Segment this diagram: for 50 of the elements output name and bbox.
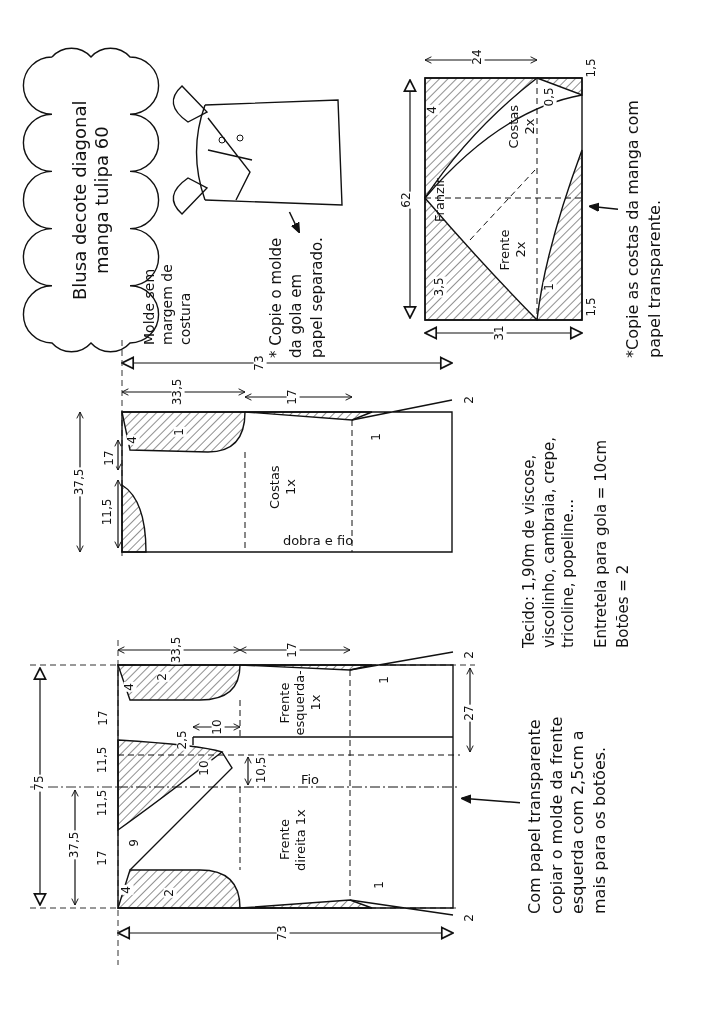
fabric-note: Botões = 2 (614, 563, 633, 648)
note-text: Com papel transparente copiar o molde da frente esquerda com 2,5cm a mais para os botões. (520, 700, 685, 918)
fabric-note: Tecido: 1,90m de viscose, viscolinho, cambraia, crepe, tricoline, popeline... (520, 436, 578, 648)
dimension-label: 10 (211, 718, 225, 736)
dimension-label: 2 (163, 888, 177, 898)
dimension-label: 11,5 (96, 788, 110, 818)
grain-note: dobra e fio (282, 533, 354, 549)
leader-arrow (460, 794, 521, 804)
dimension-label: 17 (286, 641, 300, 659)
dimension-label: 1 (543, 282, 557, 292)
dimension-label: 11,5 (101, 497, 115, 527)
dimension-label: 73 (253, 354, 267, 372)
dimension-label: 17 (103, 449, 117, 467)
dimension-label: 1,5 (585, 57, 599, 79)
dimension-label: 2,5 (176, 729, 190, 751)
piece-label: Costas 2x (506, 104, 538, 151)
piece-label: Frente direita 1x (277, 808, 309, 873)
dimension-label: 33,5 (171, 377, 185, 407)
dimension-label: 37,5 (68, 830, 82, 860)
dimension-label: 17 (286, 388, 300, 406)
dimension-label: 3,5 (433, 276, 447, 298)
title-text: Blusa decote diagonal manga tulipa 60 (69, 99, 113, 302)
piece-label: Frente esquerda-1x (276, 669, 324, 738)
leader-arrow (588, 202, 619, 212)
dimension-label: 4 (426, 105, 440, 115)
piece-note: Franzir (432, 177, 448, 224)
dimension-label: 33,5 (170, 635, 184, 665)
dimension-label: 24 (471, 48, 485, 66)
note-text: *Copie as costas da manga com papel transparente. (618, 65, 700, 362)
piece-label: Costas 1x (267, 464, 299, 511)
dimension-label: 1,5 (585, 296, 599, 318)
dimension-label: 10 (198, 759, 212, 777)
dimension-label: 37,5 (73, 467, 87, 497)
dimension-label: 10,5 (255, 755, 269, 785)
dimension-label: 4 (120, 885, 134, 895)
dimension-label: 73 (276, 924, 290, 942)
dimension-label: 0,5 (543, 86, 557, 108)
leader-arrow (288, 211, 301, 234)
dimension-label: 75 (33, 774, 47, 792)
grain-note: Fio (300, 772, 320, 788)
note-text: Molde sem margem de costura (140, 263, 195, 345)
fabric-note: Entretela para gola = 10cm (592, 438, 611, 648)
piece-label: Frente 2x (497, 228, 529, 273)
dimension-label: 4 (126, 435, 140, 445)
dimension-label: 31 (493, 324, 507, 342)
dimension-label: 4 (123, 682, 137, 692)
dimension-label: 2 (156, 672, 170, 682)
dimension-label: 11,5 (96, 745, 110, 775)
dimension-label: 62 (400, 191, 414, 209)
dimension-label: 1 (173, 427, 187, 437)
